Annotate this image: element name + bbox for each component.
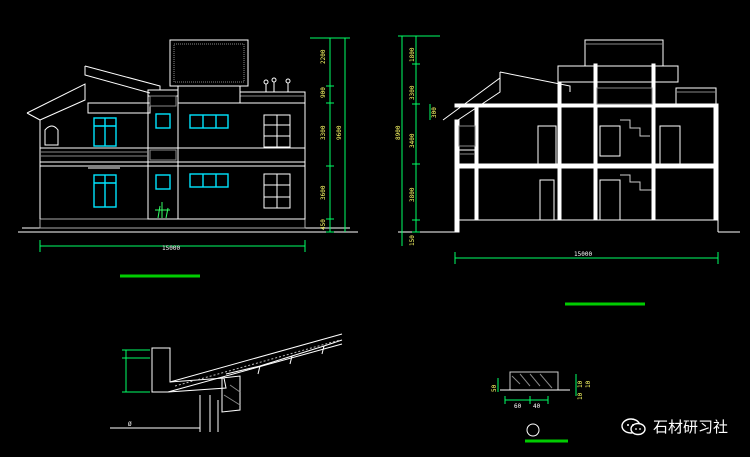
elevation-width-dim: 15000: [162, 245, 180, 252]
elevation-dimensions: [39, 37, 350, 278]
elevation-dim-1: 2200: [320, 49, 327, 64]
elevation-total-dim: 9600: [336, 125, 343, 140]
elevation-left: [18, 39, 358, 233]
elevation-windows: [93, 113, 229, 208]
section-dim-2: 3300: [409, 85, 416, 100]
dimension-texts: 15000 2200 900 3300 3600 450 9600 15000 …: [128, 47, 592, 428]
detail-dim-50: 50: [491, 384, 498, 392]
roof-eave-detail: [110, 333, 343, 432]
section-right: [398, 39, 740, 233]
entry-plant: [155, 202, 170, 219]
detail-dim-60: 60: [514, 403, 522, 410]
roof-detail-dimensions: [122, 349, 150, 393]
section-dimensions: [398, 35, 719, 306]
section-dim-1: 1800: [409, 47, 416, 62]
detail-dim-40: 40: [533, 403, 541, 410]
elevation-dim-2: 900: [320, 87, 327, 98]
small-section-detail: [500, 371, 570, 443]
detail-dim-right-1: 10: [577, 380, 584, 388]
watermark-text: 石材研习社: [652, 418, 728, 436]
section-dim-4: 3800: [409, 187, 416, 202]
elevation-dim-3: 3300: [320, 125, 327, 140]
section-width-dim: 15000: [574, 251, 592, 258]
elevation-dim-4: 3600: [320, 185, 327, 200]
section-dim-3: 3400: [409, 133, 416, 148]
wechat-icon: [621, 417, 646, 435]
section-dim-5: 150: [409, 235, 416, 246]
roof-detail-label: Ø: [128, 421, 132, 428]
detail-dim-right-2: 10: [577, 392, 584, 400]
section-total-dim: 8900: [395, 125, 402, 140]
section-small-dim: 300: [431, 107, 438, 118]
watermark: 石材研习社: [621, 416, 728, 437]
elevation-dim-5: 450: [320, 219, 327, 230]
detail-dim-right-3: 10: [585, 380, 592, 388]
small-detail-dimensions: [497, 374, 577, 404]
